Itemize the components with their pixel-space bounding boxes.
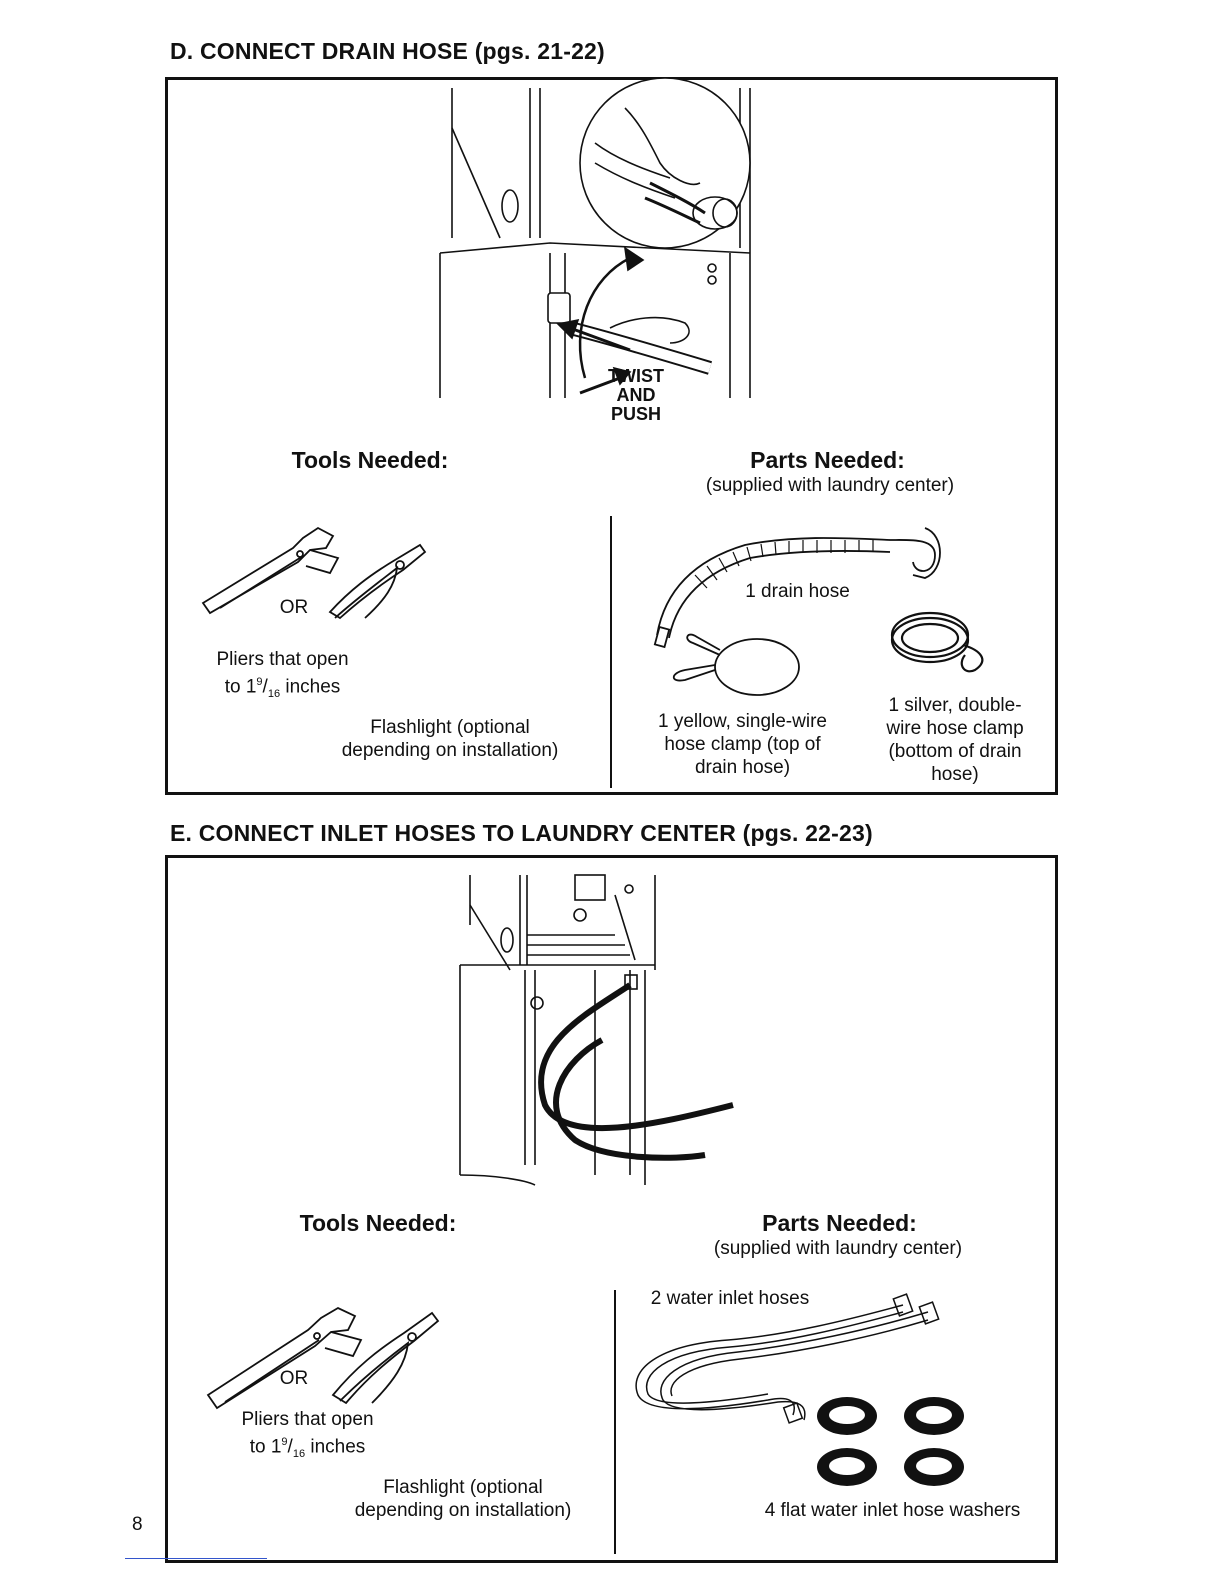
part-yellow-clamp-1: 1 yellow, single-wire [658,711,827,732]
flat-washer-icon-2 [904,1397,964,1435]
part-yellow-clamp-3: drain hose) [694,757,791,778]
e-flashlight-text-1: Flashlight (optional [383,1477,543,1498]
part-washers-label: 4 flat water inlet hose washers [764,1500,1021,1521]
section-d-box [165,77,1058,795]
single-wire-clamp-icon [672,633,800,696]
e-channel-lock-pliers-icon [206,1306,363,1410]
twist-and-push-callout-3: PUSH [610,404,661,424]
drain-hose-install-illustration [439,77,751,398]
double-wire-clamp-icon [890,611,984,673]
flat-washer-icon-1 [817,1397,877,1435]
part-yellow-clamp-2: hose clamp (top of [664,734,821,755]
d-flashlight-text-2: depending on installation) [341,740,559,761]
e-or-label: OR [279,1368,309,1389]
e-pliers-text-2: to 19/16 inches [249,1436,366,1461]
d-pliers-suffix: inches [280,676,341,698]
flat-washer-icon-3 [817,1448,877,1486]
e-divider [614,1290,616,1554]
section-e-heading: E. CONNECT INLET HOSES TO LAUNDRY CENTER… [170,820,873,846]
twist-and-push-callout-2: AND [616,385,656,405]
section-d-heading: D. CONNECT DRAIN HOSE (pgs. 21-22) [170,38,605,64]
e-pliers-numerator: 9 [281,1436,288,1448]
slip-joint-pliers-icon [328,543,427,620]
footer-rule [125,1558,267,1559]
d-tools-title: Tools Needed: [291,447,449,473]
e-pliers-suffix: inches [305,1436,366,1458]
d-pliers-prefix: to 1 [224,676,257,698]
inlet-hose-install-illustration [459,874,734,1186]
d-divider [610,516,612,788]
e-flashlight-text-2: depending on installation) [354,1500,572,1521]
d-pliers-numerator: 9 [256,676,263,688]
flat-washer-icon-4 [904,1448,964,1486]
e-parts-subtitle: (supplied with laundry center) [713,1238,963,1259]
e-pliers-prefix: to 1 [249,1436,282,1458]
part-silver-clamp-1: 1 silver, double- [888,695,1022,716]
channel-lock-pliers-icon [201,526,340,615]
water-inlet-hoses-icon [635,1293,940,1424]
d-pliers-denominator: 16 [267,688,281,701]
d-pliers-text-1: Pliers that open [216,649,349,670]
e-pliers-denominator: 16 [292,1448,306,1461]
twist-and-push-callout-1: TWIST [608,366,664,386]
page-number: 8 [132,1514,143,1535]
part-drain-hose-label: 1 drain hose [745,581,850,602]
e-slip-joint-pliers-icon [331,1311,440,1405]
drain-hose-icon [653,527,941,649]
d-parts-title: Parts Needed: [750,447,905,473]
part-inlet-hoses-label: 2 water inlet hoses [650,1288,810,1309]
e-parts-title: Parts Needed: [762,1210,917,1236]
d-pliers-text-2: to 19/16 inches [224,676,341,701]
e-pliers-text-1: Pliers that open [241,1409,374,1430]
e-tools-title: Tools Needed: [299,1210,457,1236]
part-silver-clamp-4: hose) [931,764,979,785]
d-or-label: OR [279,597,309,618]
d-parts-subtitle: (supplied with laundry center) [705,475,955,496]
part-silver-clamp-2: wire hose clamp [886,718,1024,739]
section-e-box [165,855,1058,1563]
d-flashlight-text-1: Flashlight (optional [370,717,530,738]
part-silver-clamp-3: (bottom of drain [888,741,1022,762]
